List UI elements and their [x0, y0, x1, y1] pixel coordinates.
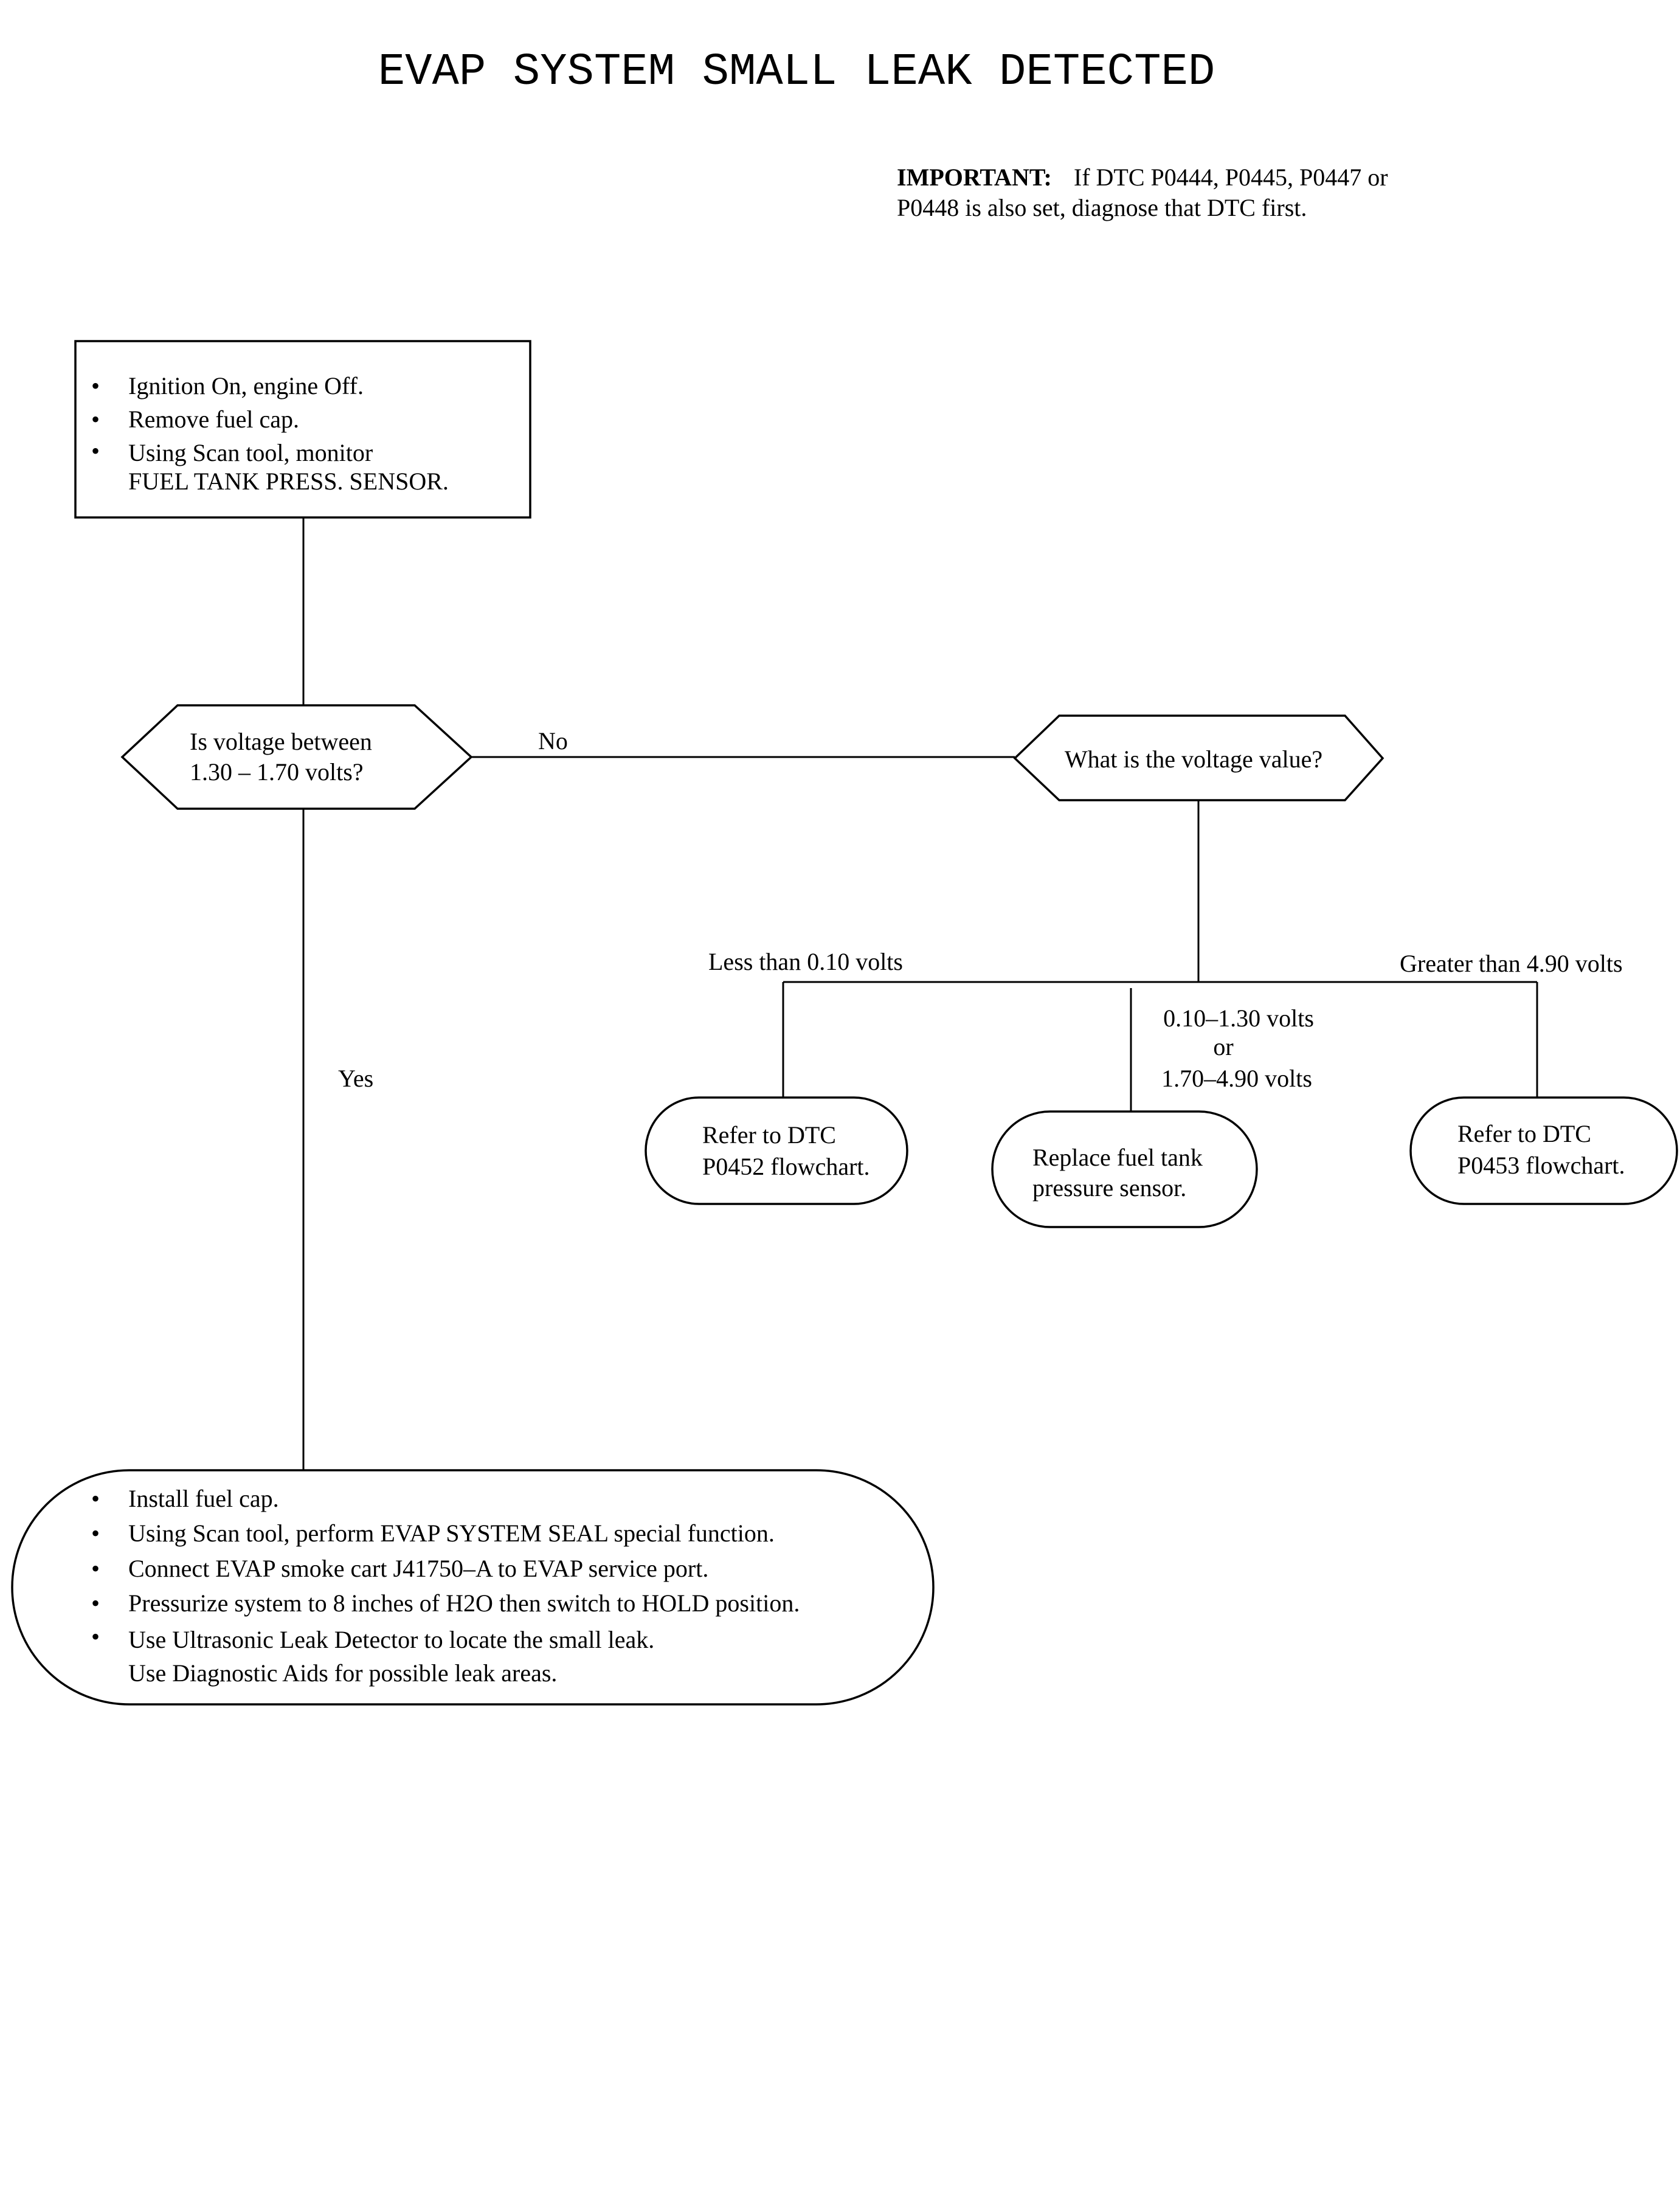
label-no: No	[538, 727, 568, 755]
decision1-line2: 1.30 – 1.70 volts?	[190, 758, 364, 786]
final-step-box	[11, 1469, 935, 1706]
result-mid-box	[991, 1110, 1258, 1228]
important-note: IMPORTANT: If DTC P0444, P0445, P0447 or	[897, 164, 1388, 191]
result-high-box	[1409, 1096, 1678, 1205]
result-low-box	[645, 1096, 908, 1205]
final-bullet-1: •	[91, 1485, 100, 1512]
step1-item-4: FUEL TANK PRESS. SENSOR.	[128, 468, 449, 495]
result-high-line1: Refer to DTC	[1457, 1120, 1591, 1147]
decision2-text: What is the voltage value?	[1065, 745, 1322, 773]
final-bullet-3: •	[91, 1555, 100, 1582]
branch-high-label: Greater than 4.90 volts	[1400, 950, 1623, 977]
branch-mid-line3: 1.70–4.90 volts	[1161, 1065, 1312, 1092]
final-item-4: Pressurize system to 8 inches of H2O the…	[128, 1589, 800, 1617]
result-low-line1: Refer to DTC	[702, 1121, 836, 1149]
important-line2: P0448 is also set, diagnose that DTC fir…	[897, 194, 1307, 221]
final-bullet-5: •	[91, 1623, 100, 1650]
branch-mid-line1: 0.10–1.30 volts	[1163, 1004, 1314, 1032]
result-high-line2: P0453 flowchart.	[1457, 1152, 1625, 1179]
step1-item-3: Using Scan tool, monitor	[128, 439, 373, 466]
important-label: IMPORTANT:	[897, 164, 1052, 191]
step1-item-2: Remove fuel cap.	[128, 406, 299, 433]
branch-mid-line2: or	[1213, 1033, 1233, 1060]
result-mid-line1: Replace fuel tank	[1032, 1144, 1203, 1171]
label-yes: Yes	[338, 1065, 373, 1092]
branch-low-label: Less than 0.10 volts	[708, 948, 903, 975]
step1-bullet-2: •	[91, 406, 100, 433]
final-bullet-2: •	[91, 1520, 100, 1547]
final-item-1: Install fuel cap.	[128, 1485, 279, 1512]
final-item-2: Using Scan tool, perform EVAP SYSTEM SEA…	[128, 1520, 775, 1547]
decision1-line1: Is voltage between	[190, 728, 372, 755]
final-bullet-4: •	[91, 1589, 100, 1617]
final-item-3: Connect EVAP smoke cart J41750–A to EVAP…	[128, 1555, 708, 1582]
result-low-line2: P0452 flowchart.	[702, 1153, 870, 1180]
result-mid-line2: pressure sensor.	[1032, 1174, 1186, 1202]
final-item-6: Use Diagnostic Aids for possible leak ar…	[128, 1659, 557, 1687]
decision1-hexagon	[120, 704, 473, 810]
important-line1: If DTC P0444, P0445, P0447 or	[1074, 164, 1388, 191]
step1-bullet-3: •	[91, 437, 100, 465]
decision2-hexagon	[1013, 714, 1384, 801]
step1-item-1: Ignition On, engine Off.	[128, 372, 364, 399]
step1-bullet-1: •	[91, 372, 100, 399]
page-title: EVAP SYSTEM SMALL LEAK DETECTED	[378, 47, 1215, 98]
final-item-5: Use Ultrasonic Leak Detector to locate t…	[128, 1626, 654, 1653]
